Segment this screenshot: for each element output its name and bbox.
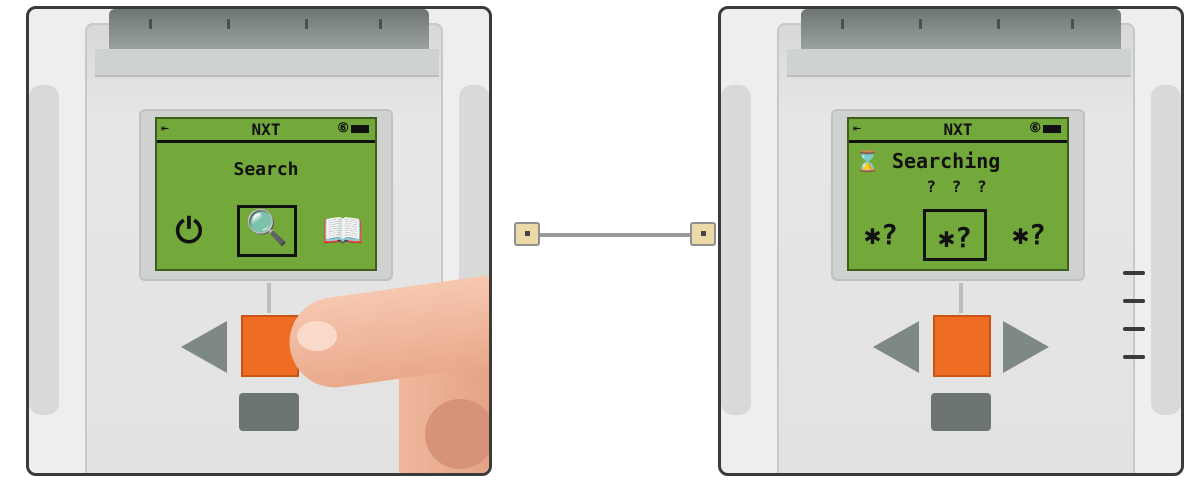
bluetooth-device-item[interactable]: ✱? xyxy=(923,209,987,261)
status-bar: ⇤ NXT ⑥ xyxy=(157,119,375,143)
searching-label: ⌛ Searching xyxy=(855,149,1000,173)
port-tick xyxy=(1071,19,1074,29)
side-grip xyxy=(29,85,59,415)
search-icon[interactable]: 🔍 xyxy=(237,205,297,257)
status-battery: ⑥ xyxy=(337,121,369,136)
connector-plug-left xyxy=(514,222,540,246)
button-connector-line xyxy=(267,283,271,313)
connection-line xyxy=(536,233,694,237)
lcd-screen: ⇤ NXT ⑥ ⌛ Searching ? ? ? ✱? ✱? ✱? xyxy=(847,117,1069,271)
menu-label: Search xyxy=(157,159,375,180)
bluetooth-device-item[interactable]: ✱? xyxy=(853,209,909,261)
right-arrow-button[interactable] xyxy=(1003,321,1049,373)
status-battery: ⑥ xyxy=(1029,121,1061,136)
brick-strip xyxy=(95,49,439,77)
knuckle xyxy=(425,399,492,469)
brick-port-bar xyxy=(801,9,1121,49)
nxt-brick-panel-left: ⇤ NXT ⑥ Search ⏻ 🔍 📖 xyxy=(26,6,492,476)
port-tick xyxy=(997,19,1000,29)
lcd-screen: ⇤ NXT ⑥ Search ⏻ 🔍 📖 xyxy=(155,117,377,271)
port-tick xyxy=(919,19,922,29)
side-grip xyxy=(1151,85,1181,415)
brick-strip xyxy=(787,49,1131,77)
battery-icon xyxy=(351,125,369,133)
nxt-brick-panel-right: ⇤ NXT ⑥ ⌛ Searching ? ? ? ✱? ✱? ✱? xyxy=(718,6,1184,476)
left-arrow-button[interactable] xyxy=(873,321,919,373)
port-tick xyxy=(305,19,308,29)
port-tick xyxy=(379,19,382,29)
status-bar: ⇤ NXT ⑥ xyxy=(849,119,1067,143)
port-tick xyxy=(841,19,844,29)
searching-placeholders: ? ? ? xyxy=(849,177,1067,196)
battery-icon xyxy=(1043,125,1061,133)
back-button[interactable] xyxy=(239,393,299,431)
button-connector-line xyxy=(959,283,963,313)
connector-plug-right xyxy=(690,222,716,246)
port-tick xyxy=(149,19,152,29)
back-button[interactable] xyxy=(931,393,991,431)
brick-port-bar xyxy=(109,9,429,49)
book-icon[interactable]: 📖 xyxy=(317,211,369,251)
enter-button[interactable] xyxy=(933,315,991,377)
left-arrow-button[interactable] xyxy=(181,321,227,373)
port-tick xyxy=(227,19,230,29)
side-grip xyxy=(721,85,751,415)
bluetooth-device-item[interactable]: ✱? xyxy=(999,209,1059,261)
speaker-grille xyxy=(1123,271,1145,361)
fingernail xyxy=(297,321,337,351)
power-icon[interactable]: ⏻ xyxy=(167,211,211,251)
